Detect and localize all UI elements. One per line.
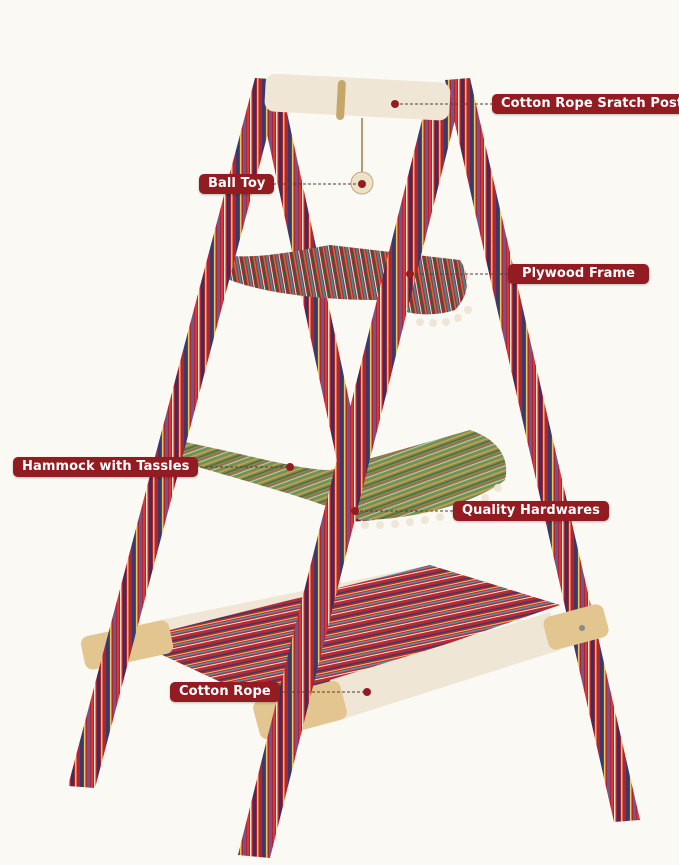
screw [579,625,585,631]
scratch-post-band [336,80,346,120]
callout-hardwares: Quality Hardwares [453,501,610,521]
callout-cotton-rope: Cotton Rope [170,682,280,702]
callout-plywood-frame: Plywood Frame [508,264,650,284]
callout-hammock: Hammock with Tassles [13,457,199,477]
callout-ball-toy: Ball Toy [199,174,275,194]
callout-scratch-post: Cotton Rope Sratch Post [492,94,679,114]
tassels-top [416,306,472,327]
bottom-bed-fabric [130,565,560,705]
front-right-leg [238,88,462,858]
top-hammock [218,245,467,315]
back-left-leg [255,78,375,522]
bottom-bed-right-wood [543,604,609,650]
scratch-post [264,73,451,121]
bottom-bed-front-rope [330,612,560,720]
front-left-leg [68,78,282,788]
